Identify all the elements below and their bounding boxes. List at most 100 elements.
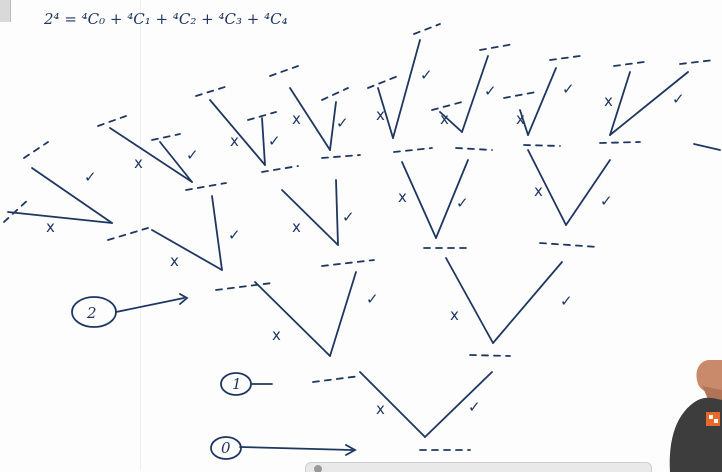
tick-mark: ✓ <box>484 82 497 100</box>
node-dashes <box>523 144 561 147</box>
tree-branch <box>7 211 113 224</box>
node-dashes <box>269 65 299 77</box>
node-dashes <box>312 375 361 383</box>
tick-mark: ✓ <box>268 132 281 150</box>
tick-mark: ✓ <box>420 66 433 84</box>
tree-branch <box>435 159 469 239</box>
presenter-head <box>696 360 722 393</box>
node-dashes <box>469 354 511 357</box>
tree-branch <box>335 179 339 246</box>
tick-mark: ✓ <box>672 90 685 108</box>
tree-branch <box>281 189 339 246</box>
stage-arrow <box>115 297 185 313</box>
tick-mark: ✓ <box>600 192 613 210</box>
node-dashes <box>455 147 493 151</box>
node-dashes <box>321 154 361 159</box>
cross-mark: x <box>440 110 449 128</box>
stage-label-2: 2 <box>86 304 97 322</box>
node-dashes <box>549 55 581 61</box>
tick-mark: ✓ <box>228 226 241 244</box>
tree-branch <box>609 71 689 136</box>
node-dashes <box>413 23 441 35</box>
tree-branch <box>377 87 394 139</box>
tree-branch <box>329 271 357 357</box>
seek-handle[interactable] <box>314 465 322 472</box>
node-dashes <box>215 282 273 291</box>
shirt-logo-icon <box>706 412 720 426</box>
tree-branch <box>439 111 463 133</box>
tick-mark: ✓ <box>456 194 469 212</box>
tree-branch <box>519 109 529 136</box>
decision-tree <box>7 39 721 460</box>
tree-branch <box>159 141 193 183</box>
cross-mark: x <box>398 188 407 206</box>
node-dashes <box>679 59 715 65</box>
branch-marks: x ✓ x ✓ x ✓ x ✓ x ✓ x ✓ x ✓ x ✓ x ✓ x ✓ … <box>46 66 685 418</box>
node-dashes <box>539 242 599 248</box>
board-guide-line <box>140 0 141 470</box>
cross-mark: x <box>376 106 385 124</box>
tick-mark: ✓ <box>560 292 573 310</box>
tree-branch <box>209 99 266 166</box>
cross-mark: x <box>230 132 239 150</box>
tree-branch <box>151 229 223 271</box>
node-dashes <box>23 141 49 159</box>
video-seek-bar[interactable] <box>305 462 652 472</box>
node-dashes <box>107 227 149 241</box>
node-dashes <box>479 43 515 51</box>
tick-mark: ✓ <box>342 208 355 226</box>
tick-mark: ✓ <box>468 398 481 416</box>
tick-mark: ✓ <box>366 290 379 308</box>
stage-circle <box>71 296 117 328</box>
stage-label-1: 1 <box>232 375 242 393</box>
tick-mark: ✓ <box>186 146 199 164</box>
cross-mark: x <box>170 252 179 270</box>
node-dashes <box>321 259 375 267</box>
stage-arrow <box>345 444 357 456</box>
stage-arrow <box>179 293 189 305</box>
tree-branch <box>492 261 563 344</box>
tree-branch <box>329 101 337 151</box>
cross-mark: x <box>604 92 613 110</box>
stage-circle <box>220 372 252 396</box>
tree-branch <box>609 71 631 136</box>
tree-branch <box>211 195 223 271</box>
tree-branch <box>445 257 494 344</box>
stage-labels: 2 1 0 <box>86 304 242 457</box>
tree-branch <box>254 281 331 357</box>
tree-branch <box>109 127 193 183</box>
tree-branch <box>261 117 266 166</box>
cross-mark: x <box>516 110 525 128</box>
node-dashes <box>431 101 463 111</box>
cross-mark: x <box>292 218 301 236</box>
tree-branch <box>31 167 113 224</box>
tree-branch <box>392 39 421 139</box>
cross-mark: x <box>46 218 55 236</box>
tree-branch <box>401 161 437 239</box>
choice-dashes <box>3 23 715 451</box>
node-dashes <box>261 165 299 173</box>
window-edge-tab[interactable] <box>0 0 11 22</box>
node-dashes <box>367 75 399 89</box>
stage-arrow <box>239 446 353 451</box>
node-dashes <box>321 87 349 101</box>
tree-branch <box>424 371 493 438</box>
binomial-sum-formula: 2⁴ = ⁴C₀ + ⁴C₁ + ⁴C₂ + ⁴C₃ + ⁴C₄ <box>43 10 288 28</box>
tick-mark: ✓ <box>84 168 97 186</box>
node-dashes <box>195 85 229 97</box>
stage-circle <box>210 436 242 460</box>
cross-mark: x <box>134 154 143 172</box>
cross-mark: x <box>450 306 459 324</box>
node-dashes <box>151 133 181 141</box>
node-dashes <box>613 61 645 67</box>
node-dashes <box>3 197 31 223</box>
tree-branch <box>359 371 426 438</box>
node-dashes <box>599 141 641 144</box>
stage-label-0: 0 <box>221 439 231 457</box>
tree-branch <box>461 55 489 133</box>
tree-branch <box>527 149 567 226</box>
presenter-figure <box>669 360 722 472</box>
stage-arrow <box>693 143 721 151</box>
